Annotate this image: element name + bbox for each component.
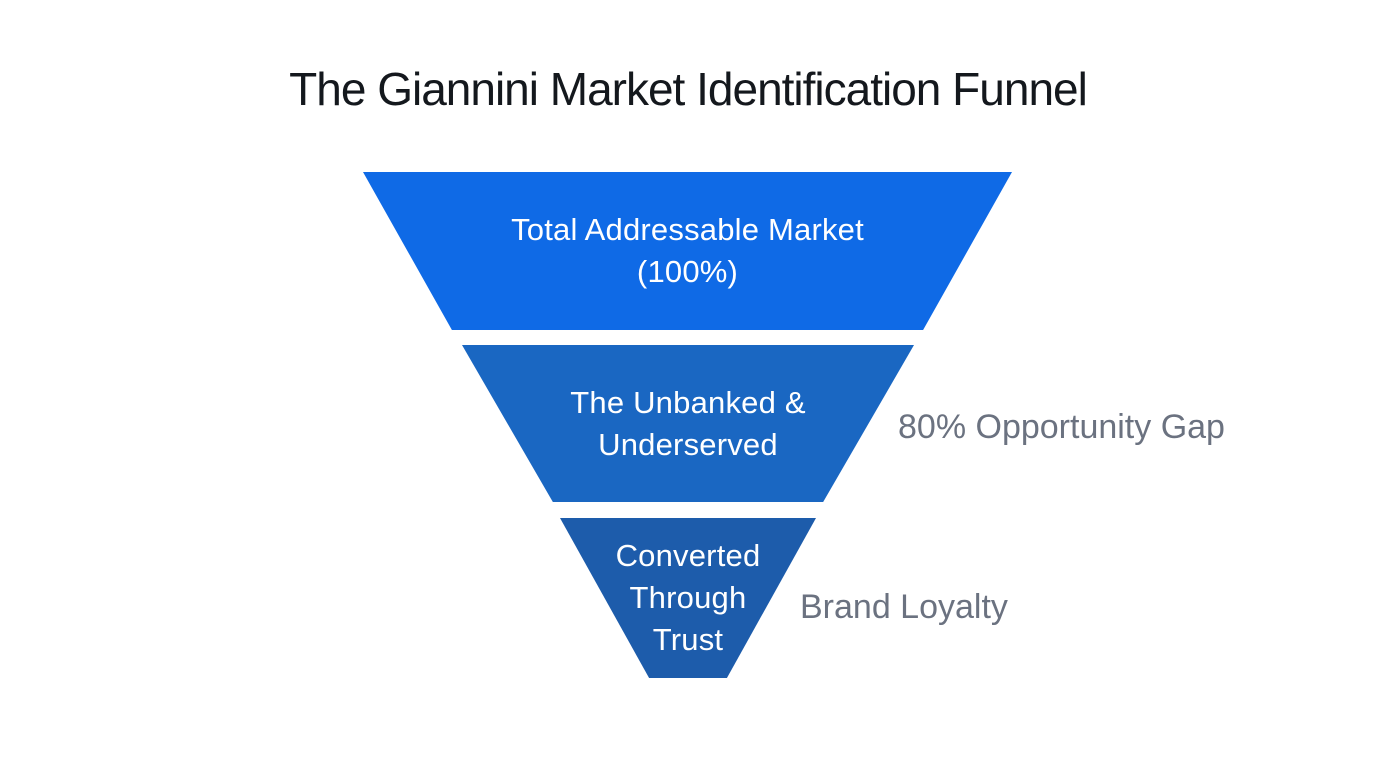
tier-label-line: (100%) xyxy=(636,254,739,289)
tier-label-line: Trust xyxy=(652,622,724,657)
tier-label-line: The Unbanked & xyxy=(570,384,806,420)
tier-label: Converted Through Trust xyxy=(616,535,761,661)
funnel-tier-converted-through-trust: Converted Through Trust xyxy=(560,518,816,678)
funnel-tier-total-addressable-market: Total Addressable Market (100%) xyxy=(363,172,1012,330)
tier-label-line: Total Addressable Market xyxy=(511,212,864,247)
tier-label-line: Through xyxy=(629,580,747,615)
page-title: The Giannini Market Identification Funne… xyxy=(289,63,1088,115)
tier-label: The Unbanked & Underserved xyxy=(570,382,805,466)
tier-label: Total Addressable Market (100%) xyxy=(511,209,864,293)
tier-label-line: Underserved xyxy=(598,426,778,462)
side-label-brand-loyalty: Brand Loyalty xyxy=(800,588,1008,626)
tier-label-line: Converted xyxy=(615,538,761,573)
funnel-tier-unbanked-underserved: The Unbanked & Underserved xyxy=(462,345,914,502)
side-label-opportunity-gap: 80% Opportunity Gap xyxy=(898,408,1225,446)
